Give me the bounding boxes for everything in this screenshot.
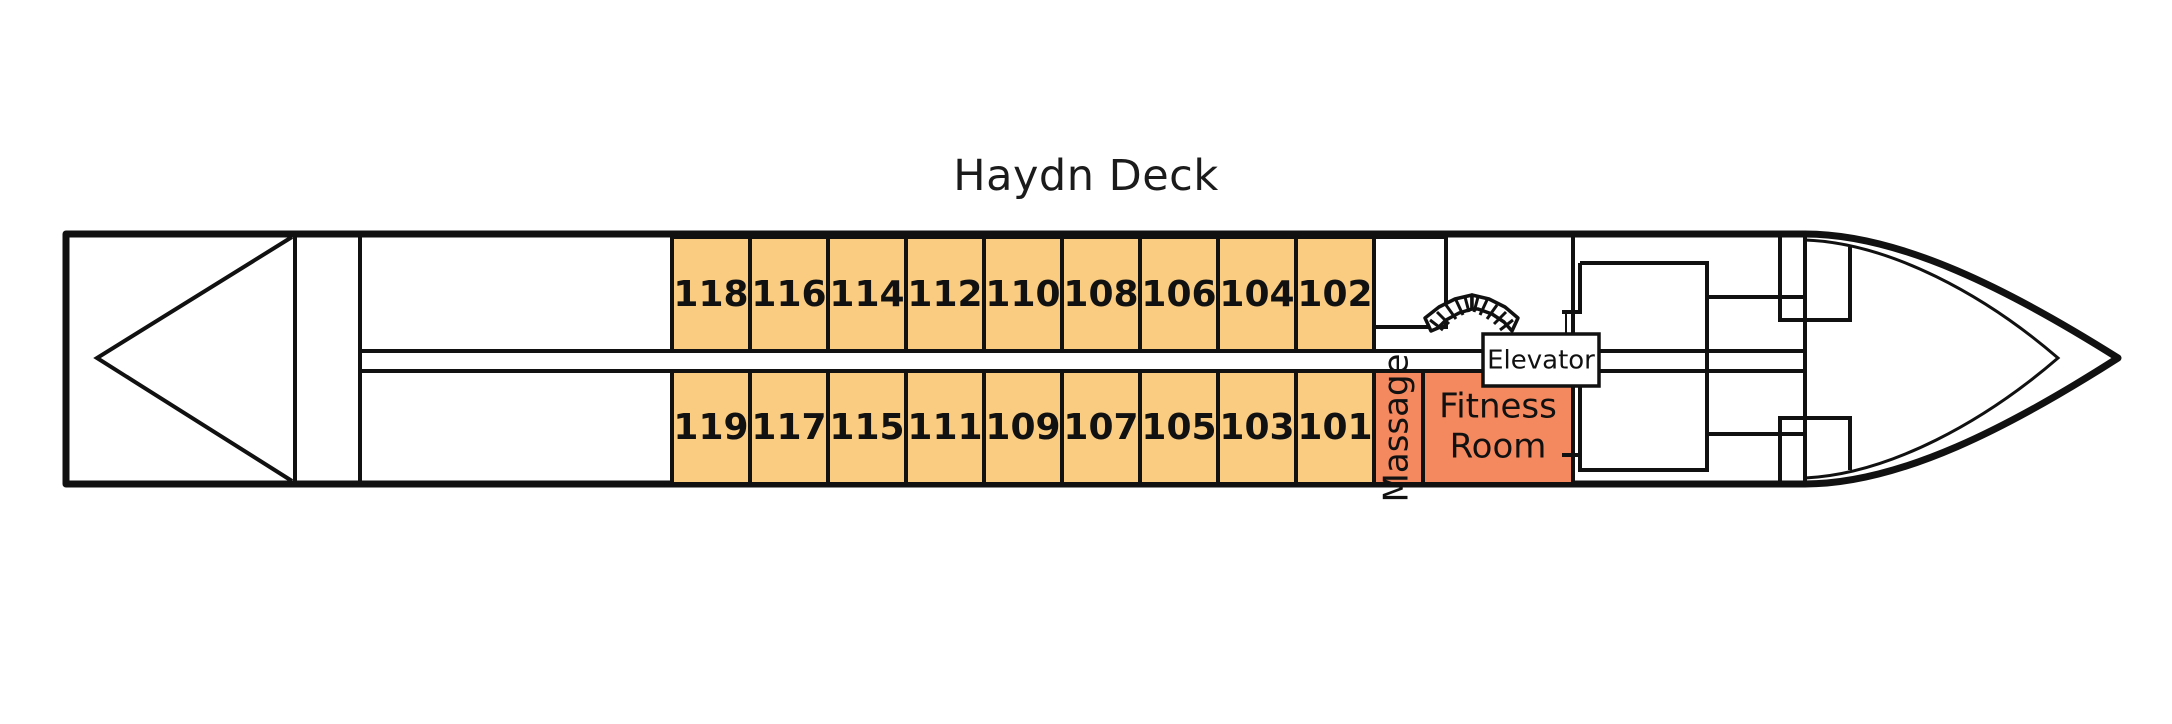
cabin-116[interactable]: 116 — [748, 235, 830, 353]
cabin-117[interactable]: 117 — [748, 369, 830, 486]
massage-room[interactable]: Massage — [1372, 354, 1425, 503]
elevator-callout[interactable]: Elevator — [1481, 332, 1601, 388]
cabin-111-label: 111 — [907, 407, 982, 448]
cabin-109[interactable]: 109 — [982, 369, 1064, 486]
cabin-107-label: 107 — [1063, 407, 1138, 448]
cabin-102-label: 102 — [1297, 274, 1372, 315]
cabin-105[interactable]: 105 — [1138, 369, 1220, 486]
cabin-111[interactable]: 111 — [904, 369, 986, 486]
cabin-105-label: 105 — [1141, 407, 1216, 448]
cabin-118-label: 118 — [673, 274, 748, 315]
cabin-103[interactable]: 103 — [1216, 369, 1298, 486]
elevator-label: Elevator — [1487, 346, 1595, 376]
cabin-101[interactable]: 101 — [1294, 369, 1376, 486]
cabin-114-label: 114 — [829, 274, 904, 315]
bow-inner-line — [1804, 238, 2061, 480]
fitness-room-label-line1: Fitness — [1439, 387, 1557, 427]
bow-interior — [1562, 234, 1852, 484]
cabin-110-label: 110 — [985, 274, 1060, 315]
cabin-116-label: 116 — [751, 274, 826, 315]
cabin-104[interactable]: 104 — [1216, 235, 1298, 353]
cabin-112-label: 112 — [907, 274, 982, 315]
cabin-101-label: 101 — [1297, 407, 1372, 448]
cabin-104-label: 104 — [1219, 274, 1294, 315]
cabin-109-label: 109 — [985, 407, 1060, 448]
fitness-room-label-line2: Room — [1450, 427, 1547, 467]
cabin-103-label: 103 — [1219, 407, 1294, 448]
lower-cabin-row: 119 117 115 111 109 — [670, 369, 1376, 486]
page-title: Haydn Deck — [953, 151, 1219, 201]
cabin-118[interactable]: 118 — [670, 235, 752, 353]
cabin-119[interactable]: 119 — [670, 369, 752, 486]
cabin-117-label: 117 — [751, 407, 826, 448]
cabin-108[interactable]: 108 — [1060, 235, 1142, 353]
cabin-112[interactable]: 112 — [904, 235, 986, 353]
cabin-107[interactable]: 107 — [1060, 369, 1142, 486]
staircase-icon — [1423, 293, 1520, 333]
cabin-119-label: 119 — [673, 407, 748, 448]
cabin-106-label: 106 — [1141, 274, 1216, 315]
cabin-106[interactable]: 106 — [1138, 235, 1220, 353]
cabin-115[interactable]: 115 — [826, 369, 908, 486]
cabin-102[interactable]: 102 — [1294, 235, 1376, 353]
fitness-room[interactable]: Fitness Room — [1421, 369, 1575, 486]
upper-cabin-row: 118 116 114 112 110 — [670, 235, 1376, 353]
cabin-108-label: 108 — [1063, 274, 1138, 315]
cabin-110[interactable]: 110 — [982, 235, 1064, 353]
cabin-114[interactable]: 114 — [826, 235, 908, 353]
cabin-115-label: 115 — [829, 407, 904, 448]
massage-room-label: Massage — [1377, 354, 1417, 503]
